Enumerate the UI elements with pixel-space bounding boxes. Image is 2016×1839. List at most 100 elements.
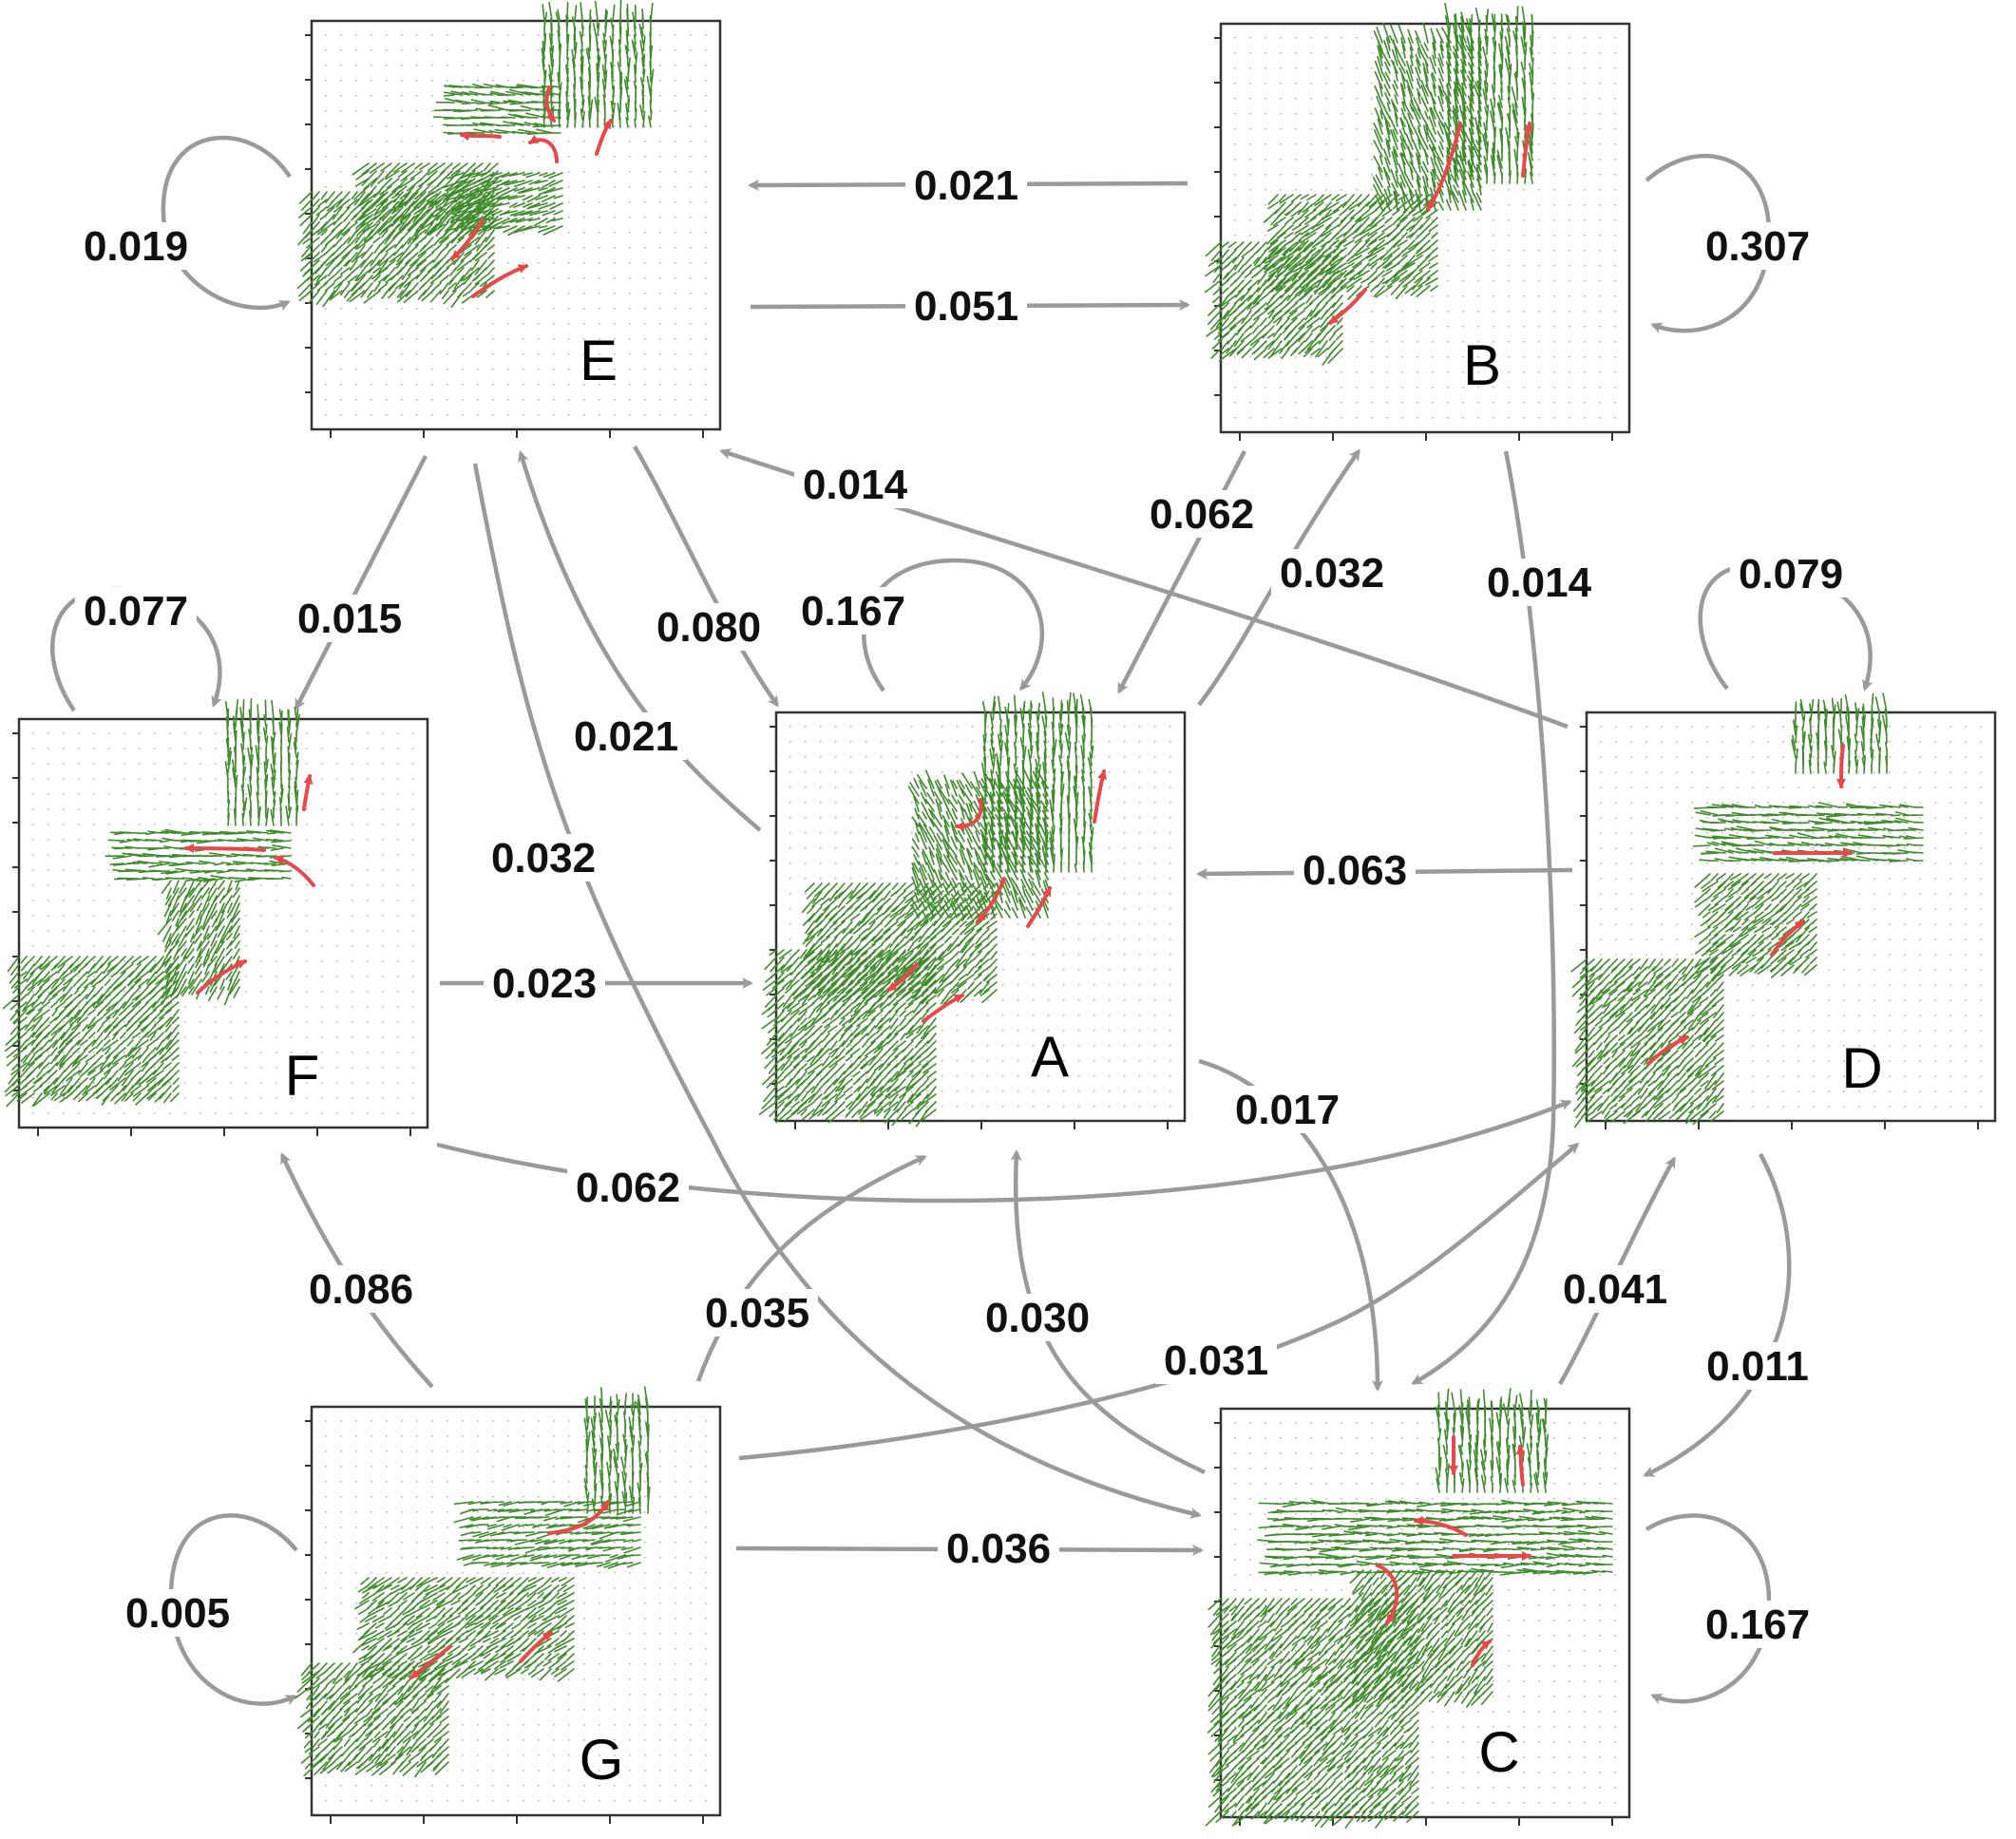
- edge-e-to-b-label-bg: [905, 282, 1027, 330]
- dominant-flow-arrow: [274, 855, 315, 887]
- dominant-flow-arrow: [184, 844, 266, 854]
- panel-d: D: [1570, 692, 1997, 1129]
- dominant-flow-arrow: [976, 877, 1006, 923]
- panel-flow-vectors: [296, 0, 655, 308]
- edge-g-to-c-probability: 0.036: [946, 1526, 1051, 1572]
- edge-b-to-a-probability: 0.062: [1150, 491, 1254, 538]
- edge-c-to-a-probability: 0.030: [985, 1295, 1090, 1341]
- panel-axis-ticks: [1580, 726, 1979, 1129]
- edge-e-to-a-probability: 0.080: [656, 604, 761, 651]
- self-loop-a-label-bg: [792, 587, 914, 635]
- dominant-flow-arrow: [922, 994, 964, 1023]
- edge-g-to-f-label-bg: [300, 1265, 422, 1313]
- edge-g-to-f-probability: 0.086: [309, 1266, 413, 1313]
- edge-d-to-e-probability: 0.014: [803, 462, 908, 508]
- panel-g: G: [294, 1386, 722, 1824]
- edge-a-to-c-label-bg: [1227, 1086, 1348, 1133]
- dominant-flow-arrow: [1521, 122, 1533, 178]
- edge-d-to-c-arrow: [1643, 1152, 1792, 1478]
- edge-e-to-c-arrow: [472, 463, 1202, 1519]
- dominant-flow-arrow: [528, 134, 559, 163]
- panel-dominant-flows: [450, 85, 613, 298]
- self-loop-e-probability: 0.019: [84, 223, 188, 270]
- self-loop-f-probability: 0.077: [84, 588, 188, 635]
- edge-b-to-e-probability: 0.021: [914, 162, 1018, 209]
- edge-a-to-c-arrow: [1198, 1058, 1383, 1392]
- edge-g-to-d-arrow: [738, 1143, 1580, 1461]
- edge-a-to-e-probability: 0.021: [574, 713, 678, 760]
- edge-f-to-a-probability: 0.023: [492, 960, 597, 1007]
- panel-dominant-flows: [1646, 744, 1853, 1066]
- panel-frame: [310, 19, 722, 431]
- panel-axis-ticks: [1214, 37, 1613, 441]
- panel-dominant-flows: [1376, 1435, 1531, 1667]
- dominant-flow-arrow: [409, 1645, 451, 1679]
- self-loop-g-probability: 0.005: [125, 1590, 230, 1637]
- edge-b-to-e-label-bg: [905, 161, 1027, 209]
- edge-b-to-c-arrow: [1411, 450, 1557, 1385]
- edge-e-to-f-arrow: [294, 454, 428, 711]
- panel-frame: [17, 717, 429, 1129]
- edge-g-to-a-label-bg: [696, 1289, 818, 1337]
- edge-g-to-c-label-bg: [938, 1525, 1059, 1572]
- edge-d-to-a-label-bg: [1294, 846, 1416, 894]
- dominant-flow-arrow: [1471, 1640, 1492, 1667]
- self-loop-g-label-bg: [117, 1589, 238, 1637]
- dominant-flow-arrow: [1426, 122, 1462, 211]
- edge-g-to-a-arrow: [695, 1154, 927, 1382]
- panel-label-b: B: [1463, 333, 1501, 397]
- edge-b-to-a-arrow: [1117, 449, 1246, 694]
- dominant-flow-arrow: [544, 85, 556, 123]
- self-loop-b-probability: 0.307: [1705, 223, 1810, 270]
- panel-label-c: C: [1478, 1720, 1519, 1784]
- self-loop-a-probability: 0.167: [801, 588, 905, 635]
- dominant-flow-arrow: [450, 218, 485, 260]
- edge-f-to-a-label-bg: [484, 959, 605, 1007]
- self-loop-e-label-bg: [75, 222, 197, 270]
- self-loop-d-label-bg: [1730, 550, 1852, 597]
- panel-f: F: [2, 697, 429, 1136]
- edge-g-to-d-label-bg: [1155, 1337, 1277, 1384]
- edge-f-to-d-probability: 0.062: [576, 1165, 680, 1211]
- dominant-flow-arrow: [1414, 1516, 1468, 1537]
- edge-a-to-b-label-bg: [1271, 549, 1393, 597]
- panel-flow-vectors: [758, 692, 1094, 1128]
- panel-e: E: [296, 0, 722, 438]
- self-loop-d-probability: 0.079: [1739, 551, 1843, 597]
- edge-a-to-b-arrow: [1197, 448, 1360, 707]
- edge-d-to-a-probability: 0.063: [1303, 847, 1407, 894]
- dominant-flow-arrow: [460, 131, 502, 142]
- dominant-flow-arrow: [1515, 1445, 1526, 1487]
- panel-axis-ticks: [305, 1420, 704, 1824]
- dominant-flow-arrow: [471, 264, 528, 298]
- panel-axis-ticks: [12, 732, 411, 1136]
- dominant-flow-arrow: [1770, 920, 1805, 957]
- panel-dominant-flows: [1328, 122, 1533, 325]
- edge-e-to-c-probability: 0.032: [491, 835, 596, 882]
- panel-flow-vectors: [2, 697, 301, 1108]
- edge-b-to-a-label-bg: [1141, 490, 1263, 538]
- self-loop-c-label-bg: [1697, 1601, 1818, 1648]
- edge-e-to-a-label-bg: [648, 603, 770, 651]
- edge-c-to-d-label-bg: [1554, 1265, 1676, 1313]
- dominant-flow-arrow: [1026, 886, 1052, 928]
- edge-e-to-f-label-bg: [289, 595, 410, 642]
- dominant-flow-arrow: [595, 119, 613, 156]
- self-loop-f-label-bg: [75, 587, 197, 635]
- self-loop-c-probability: 0.167: [1705, 1602, 1810, 1648]
- self-loop-e-arrow: [161, 135, 292, 312]
- edge-d-to-c-label-bg: [1697, 1342, 1818, 1390]
- dominant-flow-arrow: [1328, 288, 1367, 325]
- panel-b: B: [1204, 2, 1631, 441]
- edge-g-to-a-probability: 0.035: [705, 1290, 809, 1337]
- edge-e-to-c-label-bg: [483, 834, 604, 882]
- panel-axis-ticks: [770, 726, 1169, 1129]
- edge-a-to-e-arrow: [517, 450, 762, 832]
- edge-a-to-b-probability: 0.032: [1280, 550, 1384, 597]
- panel-label-g: G: [580, 1728, 624, 1792]
- panel-flow-vectors: [1570, 692, 1924, 1128]
- edge-c-to-d-probability: 0.041: [1563, 1266, 1667, 1313]
- edge-d-to-c-probability: 0.011: [1706, 1343, 1809, 1390]
